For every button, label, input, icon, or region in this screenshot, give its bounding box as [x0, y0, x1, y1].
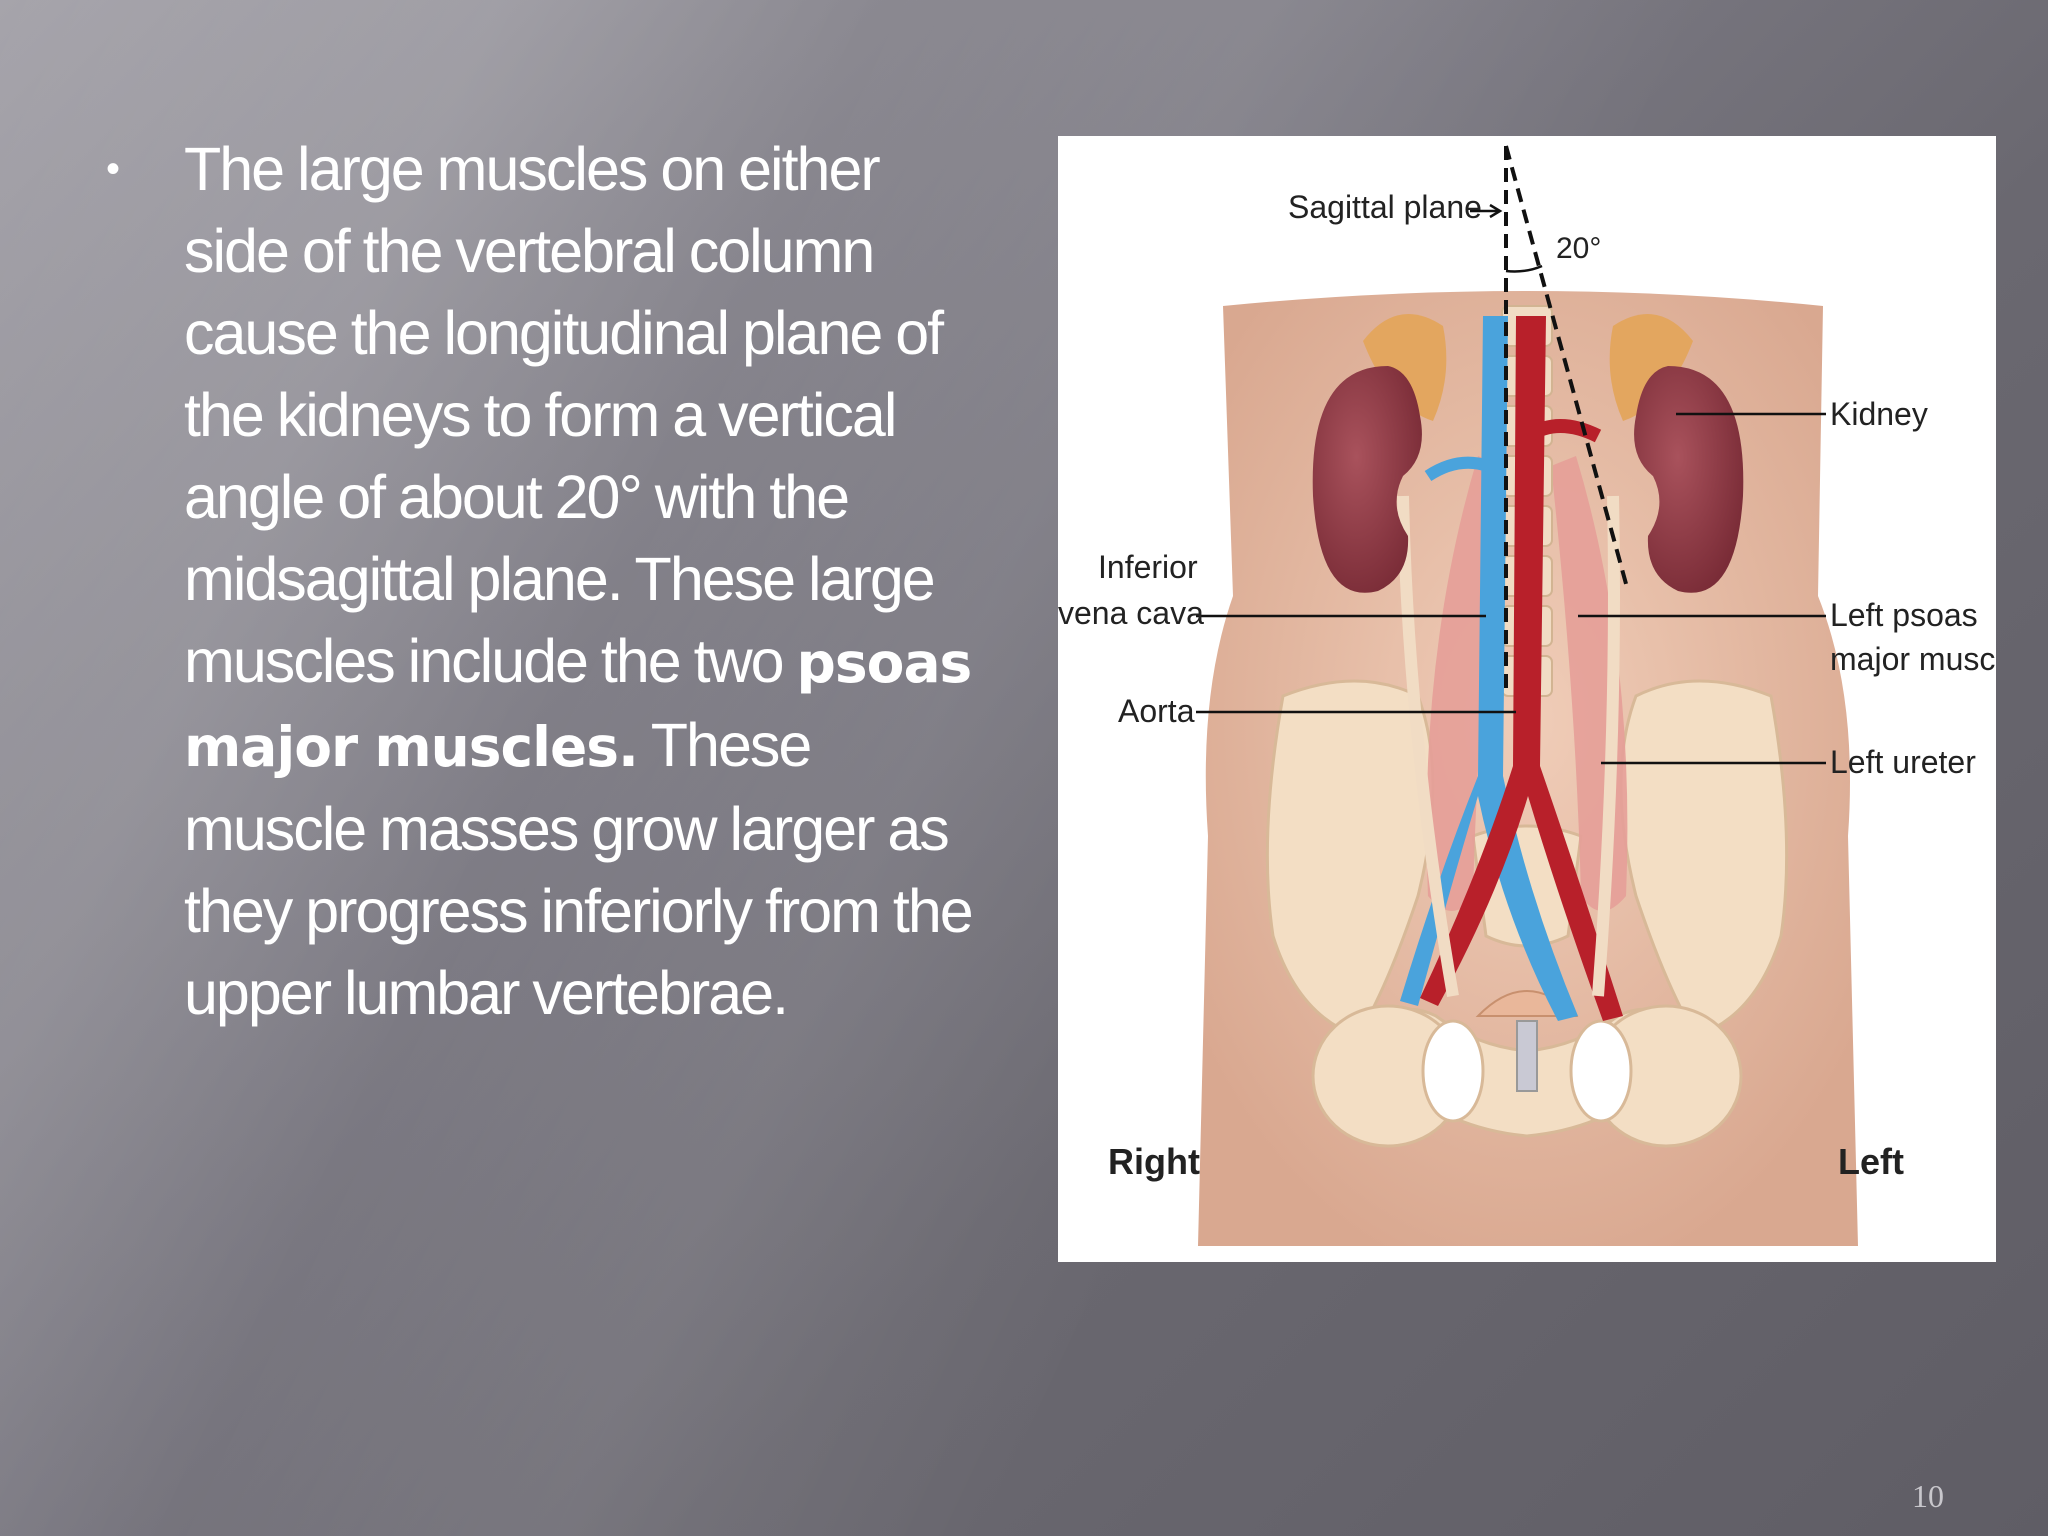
slide-number: 10 [1912, 1478, 1944, 1514]
inferior-vena-cava [1400, 316, 1578, 1021]
label-left-ureter: Left ureter [1830, 744, 1976, 780]
bullet-text-bold: psoas major muscles. [184, 631, 972, 779]
left-ureter [1592, 495, 1620, 997]
kidney-axis-line [1504, 145, 1630, 592]
renal-vein [1424, 456, 1490, 482]
pubic-symphysis [1516, 1020, 1538, 1092]
bullet-text-part1: The large muscles on either side of the … [184, 135, 944, 695]
bullet-item: • The large muscles on either side of th… [100, 128, 980, 1034]
kidney-anatomy-illustration: Sagittal plane 20° Kidney Inferior vena … [1058, 145, 1996, 1246]
leader-lines [1196, 412, 1826, 765]
right-adrenal-gland [1363, 314, 1447, 421]
label-ivc-line2: vena cava [1058, 595, 1204, 631]
renal-artery [1524, 419, 1602, 443]
bullet-text-part2: These muscle masses grow larger as they … [184, 711, 974, 1027]
label-right: Right [1108, 1141, 1200, 1182]
label-aorta: Aorta [1118, 693, 1195, 729]
right-kidney [1312, 366, 1422, 593]
anatomy-figure: Sagittal plane 20° Kidney Inferior vena … [1058, 136, 1996, 1262]
label-kidney: Kidney [1830, 396, 1928, 432]
right-ureter [1397, 495, 1459, 998]
left-kidney [1634, 366, 1744, 593]
label-left-psoas-line1: Left psoas [1830, 597, 1978, 633]
label-left: Left [1838, 1141, 1904, 1182]
label-sagittal-plane: Sagittal plane [1288, 189, 1482, 225]
left-adrenal-gland [1609, 314, 1693, 421]
angle-arc [1505, 264, 1543, 273]
bullet-text: The large muscles on either side of the … [184, 128, 980, 1034]
label-angle: 20° [1556, 232, 1601, 265]
slide-body: • The large muscles on either side of th… [100, 128, 980, 1034]
label-left-psoas-line2: major muscle [1830, 641, 1996, 677]
bullet-marker: • [106, 147, 121, 191]
aorta [1420, 316, 1623, 1021]
label-ivc-line1: Inferior [1098, 549, 1198, 585]
pelvis [1265, 679, 1789, 1148]
